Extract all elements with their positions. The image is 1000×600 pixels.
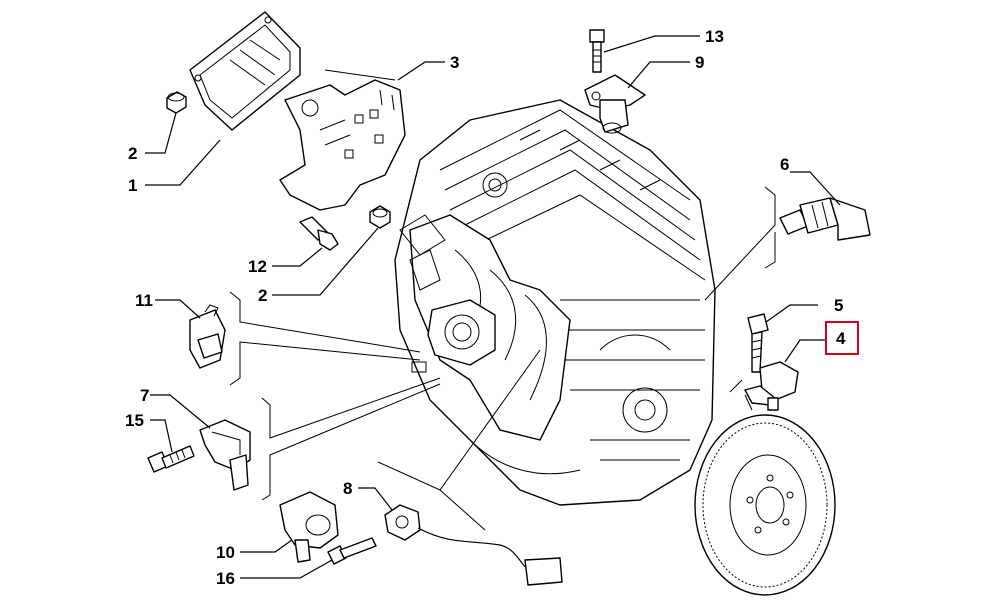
callout-labels: 13 9 3 2 1 6 12 2 11 5 4 7 15 8 10 16 xyxy=(125,27,859,588)
leader-6 xyxy=(790,171,841,206)
sensor-11 xyxy=(189,304,226,369)
leader-2a xyxy=(145,112,177,154)
callout-3: 3 xyxy=(450,53,459,72)
callout-1: 1 xyxy=(128,176,137,195)
camshaft-sensor xyxy=(584,74,646,134)
callout-2-lower: 2 xyxy=(258,286,267,305)
leader-7 xyxy=(150,394,211,429)
leader-1 xyxy=(145,139,221,186)
callout-2-top: 2 xyxy=(128,144,137,163)
callout-15: 15 xyxy=(125,411,144,430)
leader-11 xyxy=(155,299,201,319)
leader-2b xyxy=(272,227,379,296)
leader-13 xyxy=(603,35,700,53)
reference-lines xyxy=(229,69,776,531)
map-sensor xyxy=(199,419,251,491)
callout-10: 10 xyxy=(216,543,235,562)
leader-5 xyxy=(765,304,818,323)
throttle-body xyxy=(411,299,496,373)
callout-7: 7 xyxy=(140,386,149,405)
callout-5: 5 xyxy=(834,296,843,315)
bolt-12 xyxy=(299,216,339,251)
bolt-5 xyxy=(747,313,769,373)
crankshaft-sensor xyxy=(744,361,799,411)
ecu-module xyxy=(189,11,301,131)
callout-11: 11 xyxy=(135,291,153,310)
callout-16: 16 xyxy=(216,569,235,588)
bolt-16 xyxy=(327,537,377,565)
leader-15 xyxy=(150,419,173,453)
grommet-lower xyxy=(369,205,391,229)
engine-block xyxy=(394,99,716,506)
callout-6: 6 xyxy=(780,155,789,174)
flywheel xyxy=(694,414,836,596)
highlight-box-4 xyxy=(825,321,859,355)
leader-4 xyxy=(784,339,826,363)
callout-9: 9 xyxy=(695,53,704,72)
leader-8 xyxy=(358,487,393,511)
leader-10 xyxy=(240,539,293,553)
grommet-top xyxy=(166,91,187,114)
leader-lines xyxy=(145,35,841,579)
bolt-13 xyxy=(589,29,605,73)
callout-13: 13 xyxy=(705,27,724,46)
callout-4: 4 xyxy=(836,329,846,348)
leader-16 xyxy=(240,559,333,579)
leader-3 xyxy=(397,61,445,81)
callout-12: 12 xyxy=(248,257,267,276)
ecu-bracket xyxy=(279,79,406,211)
knock-sensor-cable xyxy=(384,504,563,586)
leader-9 xyxy=(627,61,690,89)
callout-8: 8 xyxy=(343,479,352,498)
bolt-15 xyxy=(147,445,195,473)
sensor-10 xyxy=(279,491,339,563)
temperature-sensor xyxy=(779,197,871,241)
leader-12 xyxy=(272,247,323,267)
